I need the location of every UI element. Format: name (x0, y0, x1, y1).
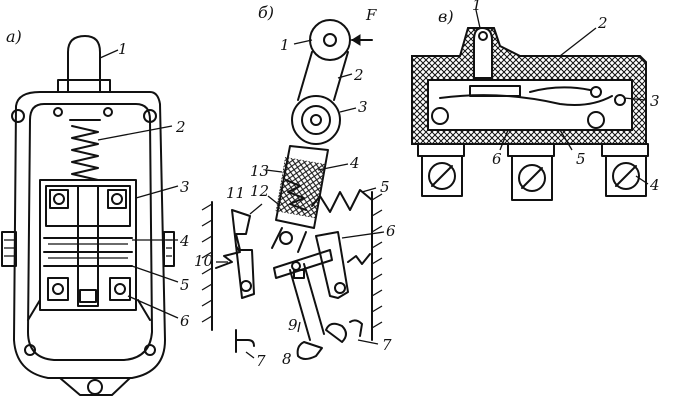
label-c-5: 5 (576, 150, 586, 168)
limit-switch-housing-a (1, 35, 179, 396)
label-b-13: 13 (250, 162, 269, 180)
label-c-6: 6 (492, 150, 502, 168)
label-b-10: 10 (194, 252, 214, 270)
label-a-3: 3 (180, 178, 190, 196)
label-c-3: 3 (650, 92, 660, 110)
label-b-3: 3 (358, 98, 368, 116)
label-b-4: 4 (349, 154, 360, 172)
label-b-12: 12 (250, 182, 269, 200)
label-a-4: 4 (179, 232, 190, 250)
section-c-label: в) (438, 7, 454, 26)
label-a-6: 6 (180, 312, 190, 330)
force-label: F (365, 6, 377, 24)
label-c-1: 1 (472, 0, 482, 14)
label-a-5: 5 (180, 276, 190, 294)
label-b-7-left: 7 (256, 352, 266, 370)
label-b-7-right: 7 (382, 336, 392, 354)
label-a-2: 2 (175, 118, 186, 136)
label-b-1: 1 (280, 36, 290, 54)
snap-action-mechanism-b (201, 19, 385, 360)
label-a-1: 1 (118, 40, 128, 58)
label-b-6: 6 (386, 222, 396, 240)
label-b-5: 5 (380, 178, 390, 196)
label-c-4: 4 (649, 176, 660, 194)
label-b-9: 9 (288, 316, 298, 334)
label-b-8: 8 (282, 350, 292, 368)
section-b-label: б) (258, 3, 274, 22)
section-a-label: a) (6, 27, 22, 46)
label-b-11: 11 (226, 184, 245, 202)
label-c-2: 2 (597, 14, 608, 32)
label-b-2: 2 (353, 66, 364, 84)
microswitch-c (411, 9, 649, 201)
